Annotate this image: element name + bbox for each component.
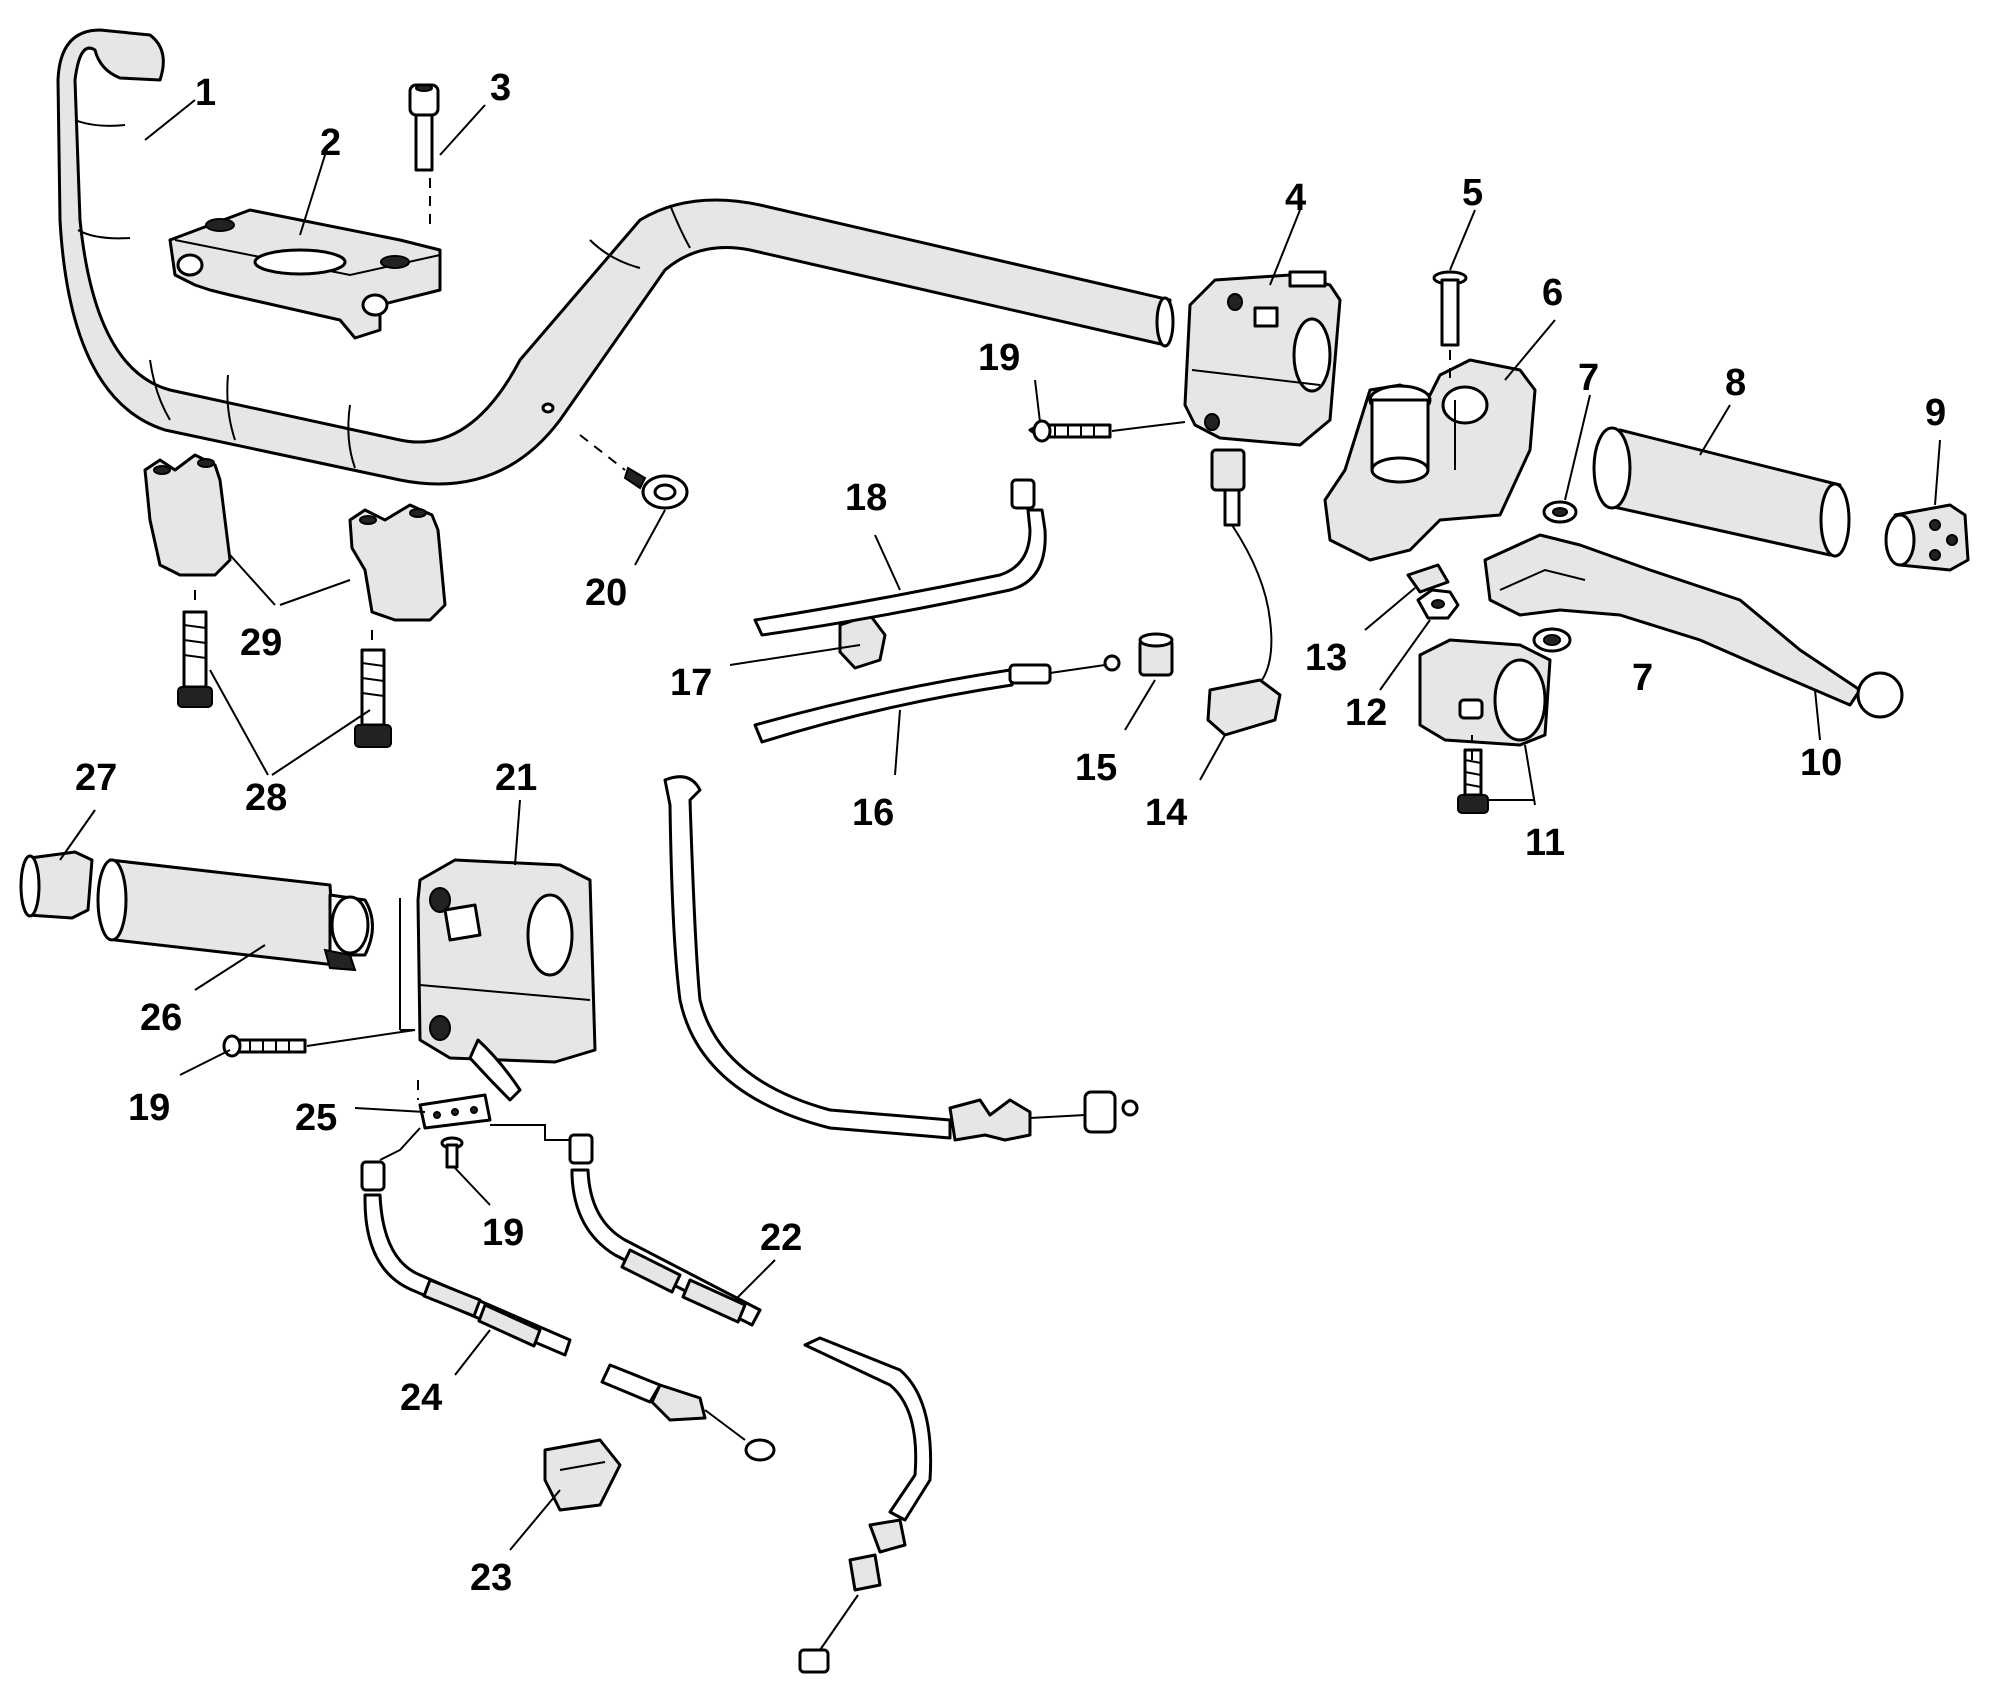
callout-14: 14	[1145, 792, 1187, 834]
part-28-bolt-left[interactable]	[177, 590, 213, 708]
part-6-master-cylinder[interactable]	[1323, 358, 1537, 562]
callout-24: 24	[400, 1377, 442, 1419]
callout-5: 5	[1462, 172, 1483, 214]
callout-16: 16	[852, 792, 894, 834]
callout-17: 17	[670, 662, 712, 704]
part-22-throttle-cable[interactable]	[568, 1133, 762, 1327]
part-9-bar-end[interactable]	[1884, 503, 1970, 572]
callout-2: 2	[320, 122, 341, 164]
part-3-bolt[interactable]	[408, 83, 440, 225]
callout-13: 13	[1305, 637, 1347, 679]
callout-8: 8	[1725, 362, 1746, 404]
part-1-handlebar[interactable]	[56, 28, 1175, 486]
throttle-cable-lower[interactable]	[798, 1336, 933, 1674]
part-20-clip[interactable]	[579, 434, 689, 510]
part-10-brake-lever[interactable]	[1483, 533, 1904, 719]
part-4-right-switch-housing[interactable]	[1183, 270, 1342, 447]
callout-15: 15	[1075, 747, 1117, 789]
callout-6: 6	[1542, 272, 1563, 314]
part-7-washer-upper[interactable]	[1542, 500, 1578, 524]
callout-19-center: 19	[482, 1212, 524, 1254]
throttle-cable-long[interactable]	[663, 775, 1139, 1142]
callout-23: 23	[470, 1557, 512, 1599]
callout-29: 29	[240, 622, 282, 664]
leader-lines	[59, 99, 1941, 1551]
part-14-switch-wire[interactable]	[1206, 448, 1282, 737]
callout-19-left: 19	[128, 1087, 170, 1129]
callout-19-upper: 19	[978, 337, 1020, 379]
part-19-screw-lower-left[interactable]	[222, 1029, 416, 1058]
callout-26: 26	[140, 997, 182, 1039]
leader-25-24	[379, 1127, 421, 1161]
part-12-nut[interactable]	[1416, 588, 1460, 620]
part-19-screw-upper[interactable]	[1028, 419, 1186, 443]
callout-4: 4	[1285, 177, 1306, 219]
callout-18: 18	[845, 477, 887, 519]
part-15-cap[interactable]	[1138, 632, 1174, 677]
part-28-bolt-right[interactable]	[354, 630, 392, 748]
callout-10: 10	[1800, 742, 1842, 784]
part-21-left-switch-housing[interactable]	[416, 858, 597, 1102]
part-25-plate[interactable]	[417, 1080, 492, 1130]
callout-11: 11	[1525, 822, 1565, 864]
callout-3: 3	[490, 67, 511, 109]
part-7-washer-lower[interactable]	[1532, 627, 1572, 653]
cable-adjuster[interactable]	[600, 1363, 776, 1462]
callout-7: 7	[1578, 357, 1599, 399]
callout-27: 27	[75, 757, 117, 799]
callout-20: 20	[585, 572, 627, 614]
part-23-clip[interactable]	[543, 1438, 622, 1512]
part-29-riser-left[interactable]	[143, 453, 232, 577]
callout-21: 21	[495, 757, 537, 799]
part-26-throttle-grip[interactable]	[96, 858, 374, 972]
callout-28: 28	[245, 777, 287, 819]
leader-21-bracket	[399, 898, 415, 1031]
callout-7-lower: 7	[1632, 657, 1653, 699]
callout-9: 9	[1925, 392, 1946, 434]
callout-25: 25	[295, 1097, 337, 1139]
part-11-master-cylinder-clamp[interactable]	[1418, 638, 1552, 814]
part-2-top-clamp[interactable]	[168, 208, 442, 340]
callout-1: 1	[195, 72, 216, 114]
part-5-pivot-bolt[interactable]	[1432, 270, 1468, 347]
part-19-screw-lower-center[interactable]	[440, 1136, 464, 1169]
part-8-grip-right[interactable]	[1592, 426, 1851, 558]
part-29-riser-right[interactable]	[348, 503, 447, 622]
part-16-cable[interactable]	[753, 654, 1121, 744]
leader-25-22	[490, 1124, 570, 1141]
callout-22: 22	[760, 1217, 802, 1259]
part-18-cable[interactable]	[753, 478, 1047, 637]
part-24-throttle-cable[interactable]	[360, 1160, 572, 1357]
part-27-ring[interactable]	[19, 850, 94, 920]
callout-12: 12	[1345, 692, 1387, 734]
callout-labels: 1 2 3 4 5 6 7 8 9 10 11 12 13 14 15 16 1…	[75, 67, 1946, 1599]
part-13-plate[interactable]	[1406, 563, 1450, 594]
